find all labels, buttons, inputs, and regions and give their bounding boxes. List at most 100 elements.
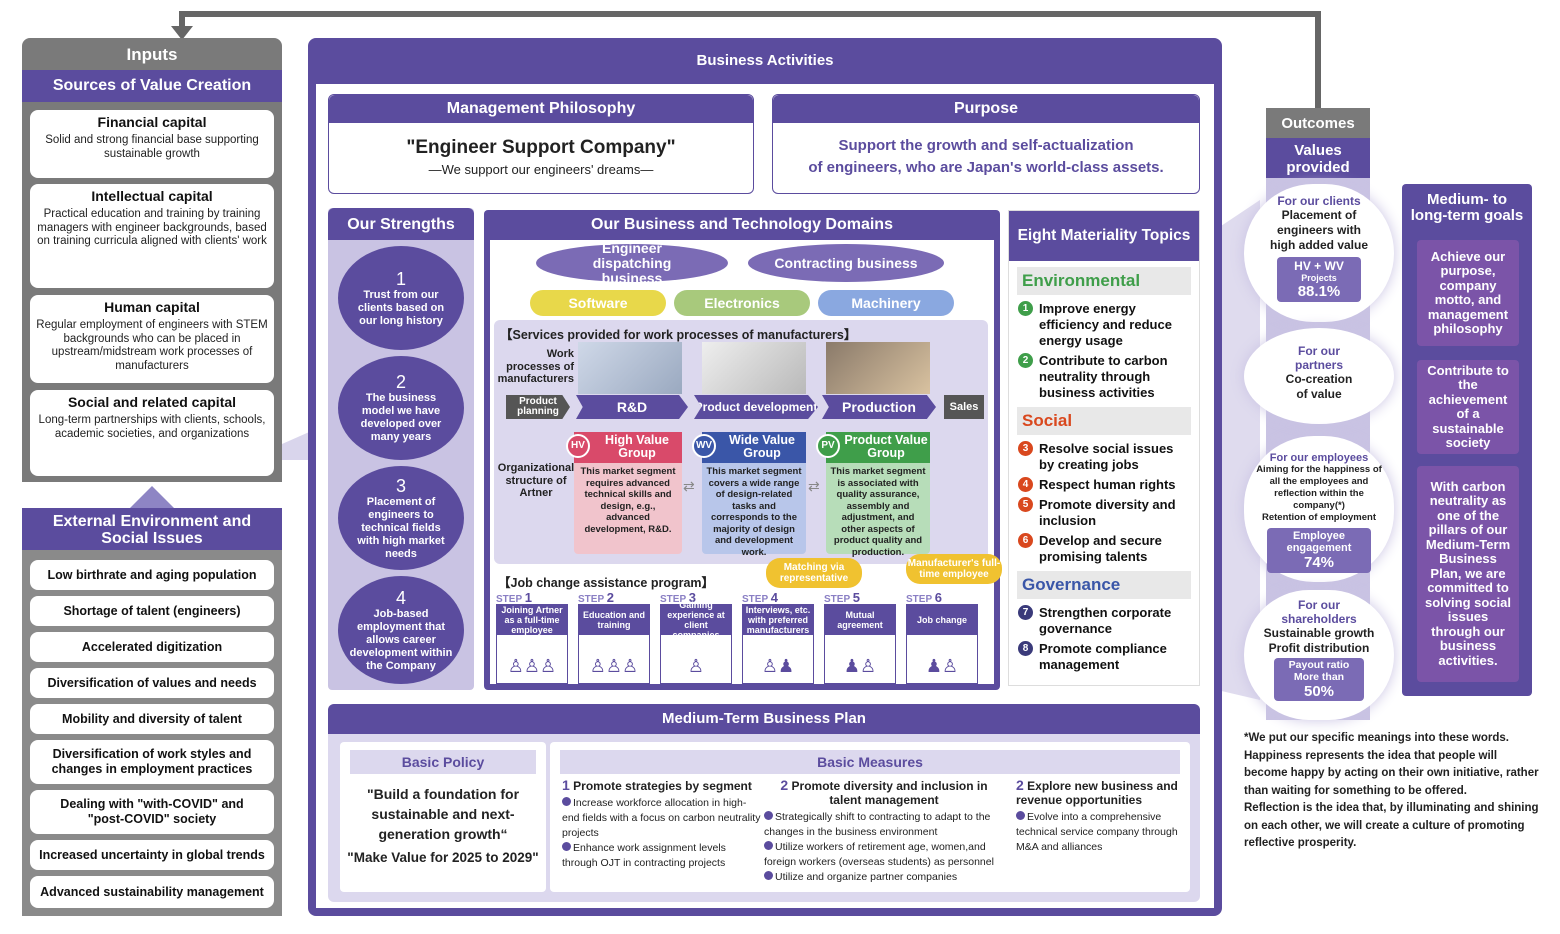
step-label: STEP 3 (660, 590, 696, 605)
step-number: 2 (606, 590, 614, 605)
external-item: Accelerated digitization (30, 632, 274, 662)
hv-badge: HV (566, 434, 590, 458)
philosophy-quote: "Engineer Support Company" (406, 137, 676, 158)
step-text: Gaining experience at client companies (661, 600, 731, 640)
basic-measures-box: Basic Measures (550, 742, 1190, 892)
step-word: STEP (496, 594, 522, 605)
measure-item: Evolve into a comprehensive technical se… (1016, 811, 1178, 853)
external-item: Shortage of talent (engineers) (30, 596, 274, 626)
badge-sub: Projects (1301, 273, 1337, 283)
step-label: STEP 5 (824, 590, 860, 605)
outcome-employees: For our employees Aiming for the happine… (1244, 436, 1394, 582)
env-heading: Environmental (1017, 267, 1191, 295)
external-item: Low birthrate and aging population (30, 560, 274, 590)
up-arrow-icon (130, 486, 174, 508)
outcome-body: Placement of engineers with high added v… (1269, 208, 1368, 252)
strength-number: 3 (395, 475, 406, 496)
business-oval-dispatching: Engineer dispatching business (536, 240, 728, 285)
outcome-shareholders: For our shareholders Sustainable growth … (1244, 590, 1394, 720)
goal-item: Contribute to the achievement of a susta… (1417, 360, 1519, 454)
capital-desc: Solid and strong financial base supporti… (45, 134, 259, 160)
strength-text: Job-based employment that allows career … (349, 607, 453, 672)
purpose-box: Purpose Support the growth and self-actu… (772, 94, 1200, 194)
engineer-icon: ♙ (687, 656, 705, 676)
tech-software: Software (530, 290, 666, 316)
capital-desc: Regular employment of engineers with STE… (36, 319, 268, 372)
step-card: Job change♟♙ (906, 604, 978, 684)
photo-rd (578, 342, 682, 394)
topic-number: 2 (1018, 353, 1033, 368)
group-desc: This market segment requires advanced te… (580, 466, 676, 535)
step-text: Joining Artner as a full-time employee (497, 605, 567, 635)
outcomes-title: Outcomes (1266, 108, 1370, 138)
topic-text: Promote compliance management (1039, 641, 1167, 672)
strength-text: The business model we have developed ove… (360, 392, 442, 443)
bullet-icon (1016, 811, 1025, 820)
process-product-planning: Product planning (506, 395, 570, 419)
outcome-head: For our clients (1277, 194, 1361, 208)
governance-heading: Governance (1017, 571, 1191, 599)
photo-production (826, 342, 930, 394)
step-card: Gaining experience at client companies ♙ (660, 600, 732, 684)
capital-human: Human capital Regular employment of engi… (30, 295, 274, 383)
footnote-line: Happiness represents the idea that peopl… (1244, 749, 1539, 797)
external-item: Dealing with "with-COVID" and "post-COVI… (30, 790, 274, 834)
measure-number: 2 (1016, 777, 1024, 793)
bullet-icon (764, 841, 773, 850)
step-word: STEP (906, 594, 932, 605)
outcome-head: For our partners (1294, 344, 1344, 372)
topic-text: Respect human rights (1039, 477, 1176, 492)
basic-measures-title: Basic Measures (560, 750, 1180, 774)
step-number: 3 (688, 590, 696, 605)
external-panel: External Environment and Social Issues L… (22, 508, 282, 916)
group-desc: This market segment covers a wide range … (706, 466, 802, 558)
outcome-head: For our employees (1269, 452, 1369, 464)
bullet-icon (562, 797, 571, 806)
capital-desc: Long-term partnerships with clients, sch… (38, 414, 266, 440)
external-item: Increased uncertainty in global trends (30, 840, 274, 870)
external-item: Diversification of work styles and chang… (30, 740, 274, 784)
measure-number: 2 (780, 777, 789, 793)
strength-text: Trust from our clients based on our long… (357, 288, 445, 327)
capital-title: Human capital (104, 299, 200, 315)
group-name: Product Value Group (826, 432, 930, 463)
outcome-head: For our shareholders (1281, 598, 1357, 626)
basic-policy-box: Basic Policy "Build a foundation for sus… (340, 742, 546, 892)
capital-desc: Practical education and training by trai… (37, 208, 267, 247)
basic-policy-title: Basic Policy (350, 750, 536, 774)
measure-item: Increase workforce allocation in high-en… (562, 797, 761, 839)
step-word: STEP (824, 594, 850, 605)
step-text: Job change (907, 605, 977, 635)
inputs-panel: Inputs Sources of Value Creation Financi… (22, 38, 282, 482)
footnote-line: *We put our specific meanings into these… (1244, 732, 1509, 744)
topic-text: Improve energy efficiency and reduce ene… (1039, 301, 1172, 348)
external-item: Diversification of values and needs (30, 668, 274, 698)
business-oval-contracting: Contracting business (748, 244, 944, 282)
capital-title: Financial capital (97, 114, 207, 130)
measure-column: 1 Promote strategies by segment Increase… (562, 778, 762, 871)
domains-title: Our Business and Technology Domains (591, 216, 893, 233)
topic-number: 6 (1018, 533, 1033, 548)
measure-column: 2 Promote diversity and inclusion in tal… (764, 778, 1004, 885)
capital-social: Social and related capital Long-term par… (30, 390, 274, 476)
outcome-badge: Employee engagement 74% (1267, 528, 1371, 573)
badge-value: 50% (1303, 683, 1335, 700)
group-desc: This market segment is associated with q… (830, 466, 926, 558)
callout-fulltime: Manufacturer's full-time employee (906, 554, 1002, 584)
outcome-body: Aiming for the happiness of all the empl… (1256, 464, 1382, 511)
swap-arrow-icon: ⇄ (808, 478, 820, 494)
basic-policy-make: "Make Value for 2025 to 2029" (347, 850, 539, 865)
measure-item: Enhance work assignment levels through O… (562, 842, 726, 869)
bullet-icon (764, 871, 773, 880)
interview-icon: ♙♟ (761, 656, 795, 676)
classroom-icon: ♙♙♙ (589, 656, 639, 676)
outcome-badge: Payout ratio More than 50% (1274, 658, 1364, 701)
step-number: 4 (770, 590, 778, 605)
